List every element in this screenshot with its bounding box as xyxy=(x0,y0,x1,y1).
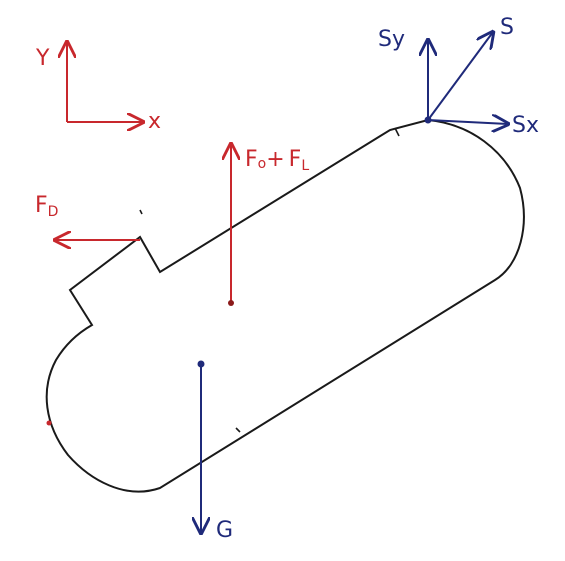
body-outline xyxy=(45,118,525,493)
lift-force-subscript: L xyxy=(301,158,309,174)
buoyancy-force-symbol: F xyxy=(245,147,258,172)
buoyancy-lift-force: Fo+FL xyxy=(228,144,309,306)
buoyancy-lift-label: Fo+FL xyxy=(245,147,309,174)
drag-force-subscript: D xyxy=(48,204,59,220)
support-x-arrow xyxy=(427,120,508,124)
support-reaction: Sy S Sx xyxy=(378,15,539,138)
x-axis-label: x xyxy=(148,109,161,134)
outline-tick xyxy=(394,127,400,137)
outline-dot xyxy=(46,420,52,426)
support-resultant-label: S xyxy=(500,15,514,40)
plus-sign: + xyxy=(266,147,284,172)
lift-force-symbol: F xyxy=(289,147,302,172)
buoyancy-application-point xyxy=(228,300,234,306)
y-axis-label: Y xyxy=(35,46,50,71)
drag-force: FD xyxy=(35,193,140,240)
buoyancy-force-subscript: o xyxy=(258,156,267,172)
gravity-label: G xyxy=(216,518,233,543)
drag-force-label: FD xyxy=(35,193,58,220)
outline-tick xyxy=(235,427,241,433)
support-y-label: Sy xyxy=(378,27,405,52)
coordinate-axes: Y x xyxy=(35,42,161,134)
support-x-label: Sx xyxy=(512,113,539,138)
support-resultant-arrow xyxy=(427,32,493,121)
outline-tick xyxy=(139,209,143,215)
gravity-force: G xyxy=(198,360,233,543)
drag-force-symbol: F xyxy=(35,193,48,218)
